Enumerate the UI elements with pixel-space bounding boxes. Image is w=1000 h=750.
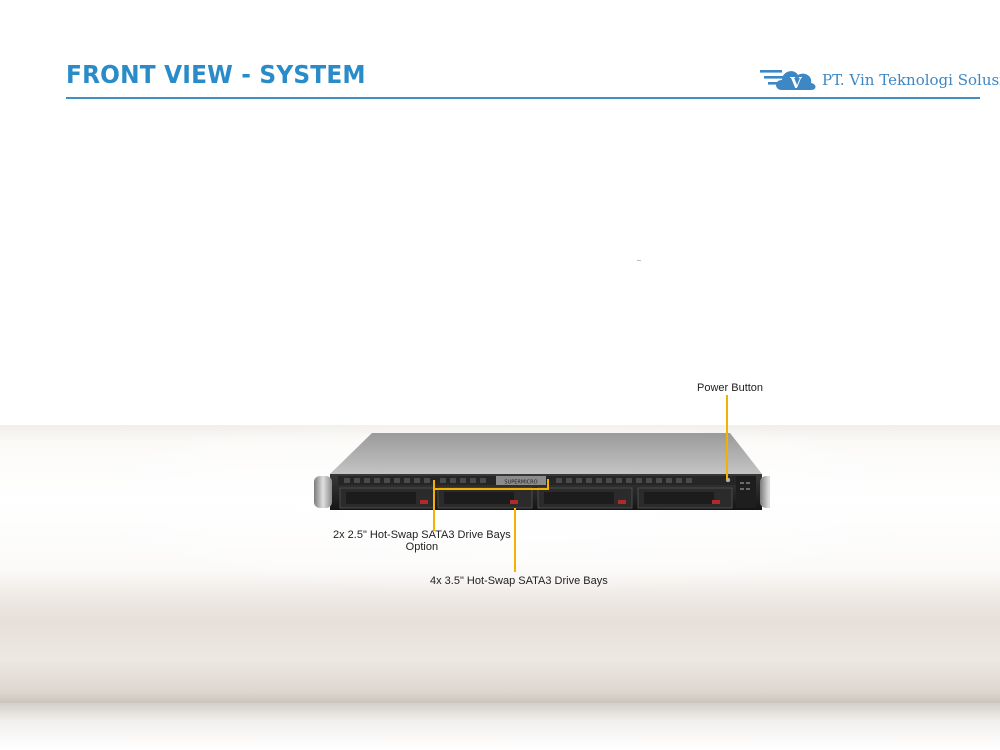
- bays-25-label: 2x 2.5" Hot-Swap SATA3 Drive Bays Option: [333, 529, 511, 553]
- bays25-bracket-left: [433, 480, 435, 489]
- bays-25-label-line2: Option: [405, 541, 439, 553]
- slide-title: FRONT VIEW - SYSTEM: [66, 60, 366, 89]
- cloud-shape: [776, 71, 816, 90]
- company-name: PT. Vin Teknologi Solusi: [822, 71, 1000, 89]
- server-illustration: SUPERMICRO: [314, 433, 770, 510]
- stray-mark: [637, 260, 641, 261]
- bays-35-label: 4x 3.5" Hot-Swap SATA3 Drive Bays: [430, 575, 608, 587]
- bays25-bracket-bottom: [433, 488, 549, 490]
- vent-slots: [344, 478, 692, 483]
- drive-bay-2: [437, 487, 533, 509]
- power-callout-line: [726, 395, 728, 480]
- power-button-label: Power Button: [697, 382, 764, 394]
- logo-letter: V: [789, 74, 802, 92]
- chassis-top: [330, 433, 762, 474]
- shelf-edge: [0, 595, 1000, 703]
- speed-line-1: [760, 70, 782, 73]
- bays25-callout-line: [433, 489, 435, 531]
- drive-bay-3: [537, 487, 633, 509]
- bays35-callout-line: [514, 508, 516, 572]
- shelf-shadow: [0, 703, 1000, 750]
- speed-line-2: [764, 76, 784, 79]
- rack-ear-left: [314, 476, 332, 508]
- company-logo: V PT. Vin Teknologi Solusi: [760, 60, 1000, 96]
- title-underline: [66, 97, 980, 99]
- bays25-bracket-right: [547, 479, 549, 489]
- brand-plate: [496, 476, 546, 485]
- cloud-v-logo-icon: V: [760, 70, 816, 92]
- control-panel: [725, 476, 756, 508]
- drive-bay-4: [637, 487, 733, 509]
- rack-ear-right: [760, 476, 770, 508]
- bays-25-label-line1: 2x 2.5" Hot-Swap SATA3 Drive Bays: [333, 529, 511, 541]
- brand-label: SUPERMICRO: [504, 480, 537, 486]
- drive-bay-1: [339, 487, 435, 509]
